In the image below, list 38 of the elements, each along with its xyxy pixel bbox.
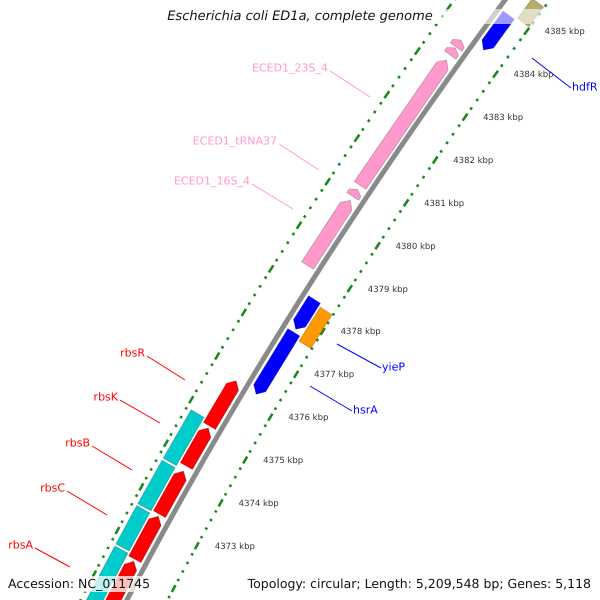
gene-label: ECED1_tRNA37 <box>192 134 277 148</box>
gene-label: rbsK <box>94 390 118 404</box>
gene-label: ECED1_16S_4 <box>174 174 250 188</box>
gene-label: hdfR <box>572 80 598 94</box>
scale-label: 4384 kbp <box>514 70 554 80</box>
scale-label: 4376 kbp <box>288 413 328 424</box>
gene-label: rbsB <box>65 436 90 450</box>
gene-label: rbsC <box>40 482 65 494</box>
footer-note: Accession: NC_011745 <box>8 576 150 592</box>
scale-label: 4383 kbp <box>483 113 524 124</box>
scale-label: 4374 kbp <box>238 498 279 509</box>
gene-label: rbsR <box>120 346 145 360</box>
leader-line <box>278 144 320 170</box>
leader-line <box>92 446 132 470</box>
scale-label: 4378 kbp <box>340 327 381 338</box>
scale-label: 4373 kbp <box>214 542 255 552</box>
scale-label: 4379 kbp <box>368 284 408 295</box>
scale-label: 4380 kbp <box>396 242 436 252</box>
scale-label: 4382 kbp <box>453 156 494 166</box>
leader-line <box>330 70 370 98</box>
title: Escherichia coli ED1a, complete genome <box>167 9 433 24</box>
leader-line <box>336 344 382 368</box>
leader-line <box>146 356 186 380</box>
scale-label: 4375 kbp <box>263 456 304 466</box>
leader-line <box>532 58 572 88</box>
scale-label: 4381 kbp <box>424 198 464 209</box>
leader-line <box>34 548 70 568</box>
leader-line <box>310 386 352 412</box>
leader-line <box>252 184 294 210</box>
gene-label: ECED1_23S_4 <box>252 62 328 74</box>
gene-label: rbsA <box>8 538 33 552</box>
scale-label: 4385 kbp <box>544 27 585 38</box>
leader-line <box>66 490 108 516</box>
footer-note: Topology: circular; Length: 5,209,548 bp; Genes: 5,118 <box>248 576 591 592</box>
gene-label: yieP <box>382 360 405 374</box>
gene-label: hsrA <box>353 404 378 416</box>
scale-label: 4377 kbp <box>314 370 354 380</box>
leader-line <box>120 400 160 424</box>
